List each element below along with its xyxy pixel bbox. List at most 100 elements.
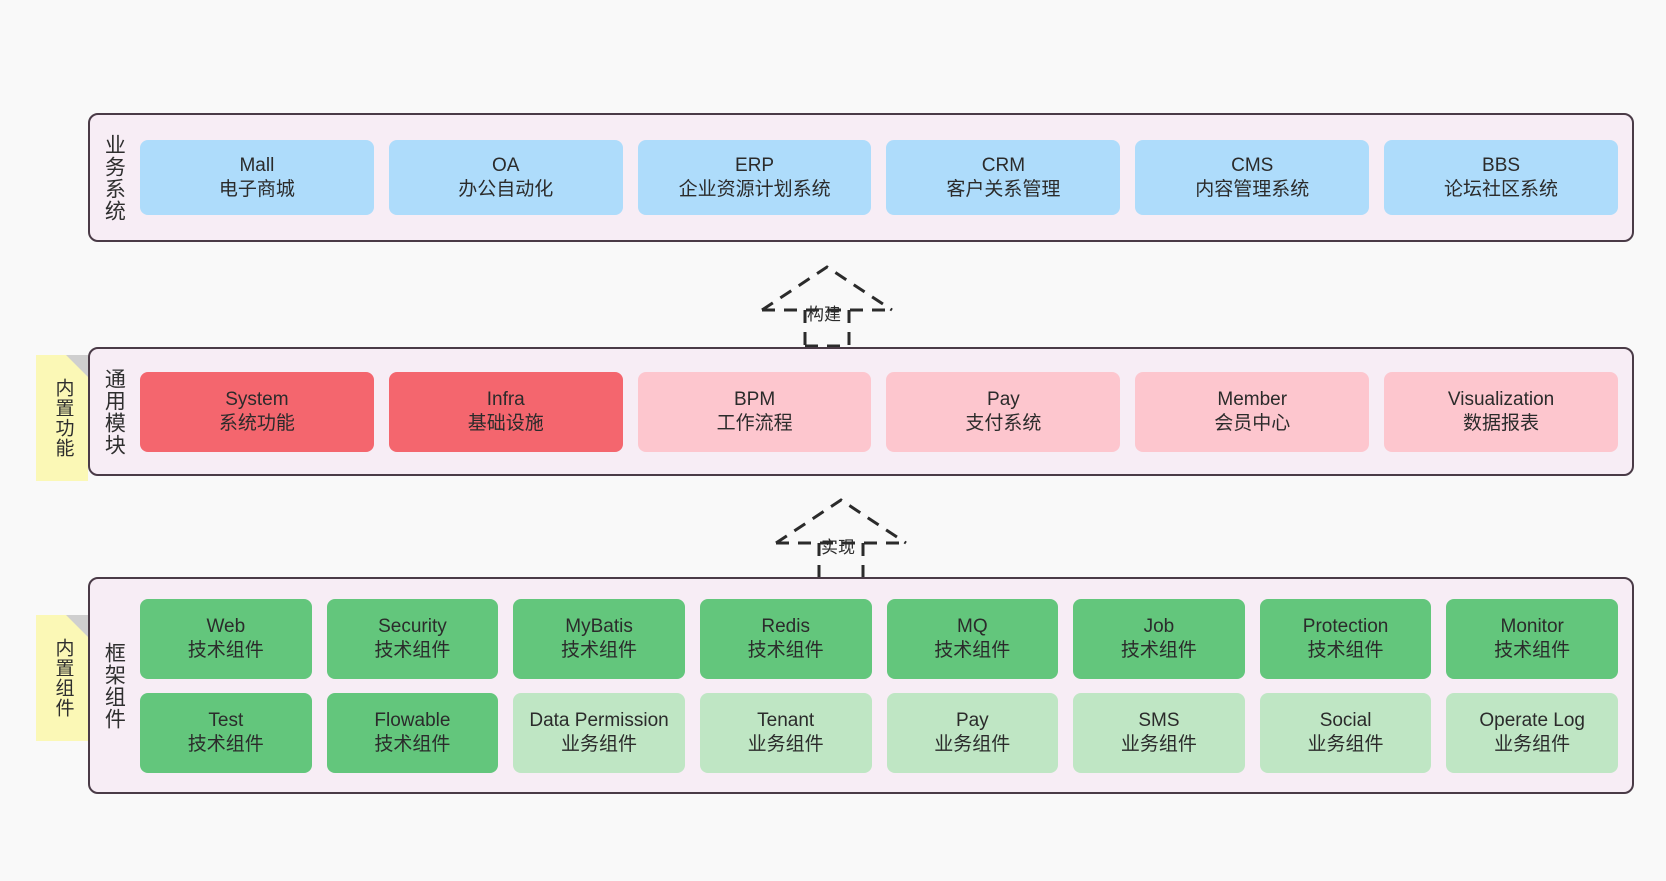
card-pay-business[interactable]: Pay 业务组件 xyxy=(886,692,1059,773)
card-title-en: Visualization xyxy=(1447,389,1555,411)
card-title-en: MQ xyxy=(957,616,988,638)
card-title-cn: 办公自动化 xyxy=(458,178,554,200)
card-operate-log[interactable]: Operate Log 业务组件 xyxy=(1446,692,1618,773)
card-tenant[interactable]: Tenant 业务组件 xyxy=(699,692,872,773)
connector-label-implement: 实现 xyxy=(821,538,855,557)
card-flowable[interactable]: Flowable 技术组件 xyxy=(326,692,499,773)
card-title-en: Security xyxy=(378,616,447,638)
card-social[interactable]: Social 业务组件 xyxy=(1259,692,1432,773)
card-title-en: Test xyxy=(208,710,244,732)
card-cms[interactable]: CMS 内容管理系统 xyxy=(1135,140,1370,215)
card-title-en: Job xyxy=(1143,616,1175,638)
card-title-cn: 支付系统 xyxy=(965,412,1042,434)
card-bbs[interactable]: BBS 论坛社区系统 xyxy=(1384,140,1618,215)
layer-common-modules: 通用模块 System 系统功能 Infra 基础设施 BPM 工作流程 Pay… xyxy=(88,347,1634,476)
card-title-cn: 业务组件 xyxy=(934,733,1011,755)
sticky-note-builtin-features: 内置功能 xyxy=(36,355,88,481)
sticky-note-label: 内置组件 xyxy=(52,638,74,718)
layer-body-business-systems: Mall 电子商城 OA 办公自动化 ERP 企业资源计划系统 CRM 客户关系… xyxy=(136,115,1632,240)
card-monitor[interactable]: Monitor 技术组件 xyxy=(1446,598,1618,679)
card-crm[interactable]: CRM 客户关系管理 xyxy=(886,140,1121,215)
card-title-cn: 业务组件 xyxy=(747,733,824,755)
card-test[interactable]: Test 技术组件 xyxy=(140,692,312,773)
card-data-permission[interactable]: Data Permission 业务组件 xyxy=(513,692,685,773)
card-title-en: ERP xyxy=(735,155,775,177)
card-row: Test 技术组件 Flowable 技术组件 Data Permission … xyxy=(140,692,1618,773)
card-infra[interactable]: Infra 基础设施 xyxy=(388,371,623,452)
card-title-en: Pay xyxy=(987,389,1020,411)
card-title-en: CRM xyxy=(981,155,1026,177)
card-title-cn: 业务组件 xyxy=(561,733,638,755)
card-title-cn: 数据报表 xyxy=(1463,412,1540,434)
card-title-en: Tenant xyxy=(757,710,815,732)
card-title-en: BPM xyxy=(733,389,776,411)
card-title-cn: 会员中心 xyxy=(1214,412,1291,434)
card-title-en: Protection xyxy=(1302,616,1389,638)
card-title-en: Data Permission xyxy=(529,710,669,732)
card-bpm[interactable]: BPM 工作流程 xyxy=(637,371,872,452)
card-title-en: MyBatis xyxy=(565,616,633,638)
card-row: Web 技术组件 Security 技术组件 MyBatis 技术组件 Redi… xyxy=(140,598,1618,679)
layer-label-common-modules: 通用模块 xyxy=(102,367,126,456)
card-title-cn: 技术组件 xyxy=(374,733,451,755)
card-protection[interactable]: Protection 技术组件 xyxy=(1259,598,1432,679)
card-title-cn: 技术组件 xyxy=(374,639,451,661)
card-pay[interactable]: Pay 支付系统 xyxy=(886,371,1121,452)
card-title-cn: 业务组件 xyxy=(1494,733,1571,755)
connector-implement: 实现 xyxy=(771,495,911,581)
card-title-cn: 技术组件 xyxy=(187,733,264,755)
card-member[interactable]: Member 会员中心 xyxy=(1135,371,1370,452)
card-row: Mall 电子商城 OA 办公自动化 ERP 企业资源计划系统 CRM 客户关系… xyxy=(140,140,1618,215)
card-title-cn: 内容管理系统 xyxy=(1195,178,1310,200)
card-title-en: Web xyxy=(206,616,246,638)
card-title-en: Flowable xyxy=(374,710,451,732)
card-mall[interactable]: Mall 电子商城 xyxy=(140,140,374,215)
card-mq[interactable]: MQ 技术组件 xyxy=(886,598,1059,679)
folded-corner-icon xyxy=(66,615,88,637)
card-oa[interactable]: OA 办公自动化 xyxy=(388,140,623,215)
card-title-cn: 技术组件 xyxy=(561,639,638,661)
card-title-en: OA xyxy=(492,155,520,177)
card-title-cn: 技术组件 xyxy=(747,639,824,661)
card-title-cn: 业务组件 xyxy=(1120,733,1197,755)
layer-body-common-modules: System 系统功能 Infra 基础设施 BPM 工作流程 Pay 支付系统… xyxy=(136,349,1632,474)
card-title-cn: 系统功能 xyxy=(218,412,295,434)
card-title-en: Mall xyxy=(239,155,275,177)
card-title-en: Operate Log xyxy=(1479,710,1585,732)
card-system[interactable]: System 系统功能 xyxy=(140,371,374,452)
card-security[interactable]: Security 技术组件 xyxy=(326,598,499,679)
card-visualization[interactable]: Visualization 数据报表 xyxy=(1384,371,1618,452)
layer-business-systems: 业务系统 Mall 电子商城 OA 办公自动化 ERP 企业资源计划系统 CRM… xyxy=(88,113,1634,242)
card-redis[interactable]: Redis 技术组件 xyxy=(699,598,872,679)
card-row: System 系统功能 Infra 基础设施 BPM 工作流程 Pay 支付系统… xyxy=(140,371,1618,452)
card-title-cn: 技术组件 xyxy=(1120,639,1197,661)
card-web[interactable]: Web 技术组件 xyxy=(140,598,312,679)
card-title-cn: 技术组件 xyxy=(187,639,264,661)
layer-label-business-systems: 业务系统 xyxy=(102,133,126,222)
connector-label-build: 构建 xyxy=(807,305,841,324)
card-sms[interactable]: SMS 业务组件 xyxy=(1073,692,1245,773)
card-title-en: Redis xyxy=(761,616,810,638)
folded-corner-icon xyxy=(66,355,88,377)
connector-build: 构建 xyxy=(757,262,897,348)
card-title-en: Social xyxy=(1319,710,1372,732)
card-title-cn: 论坛社区系统 xyxy=(1444,178,1559,200)
card-title-cn: 电子商城 xyxy=(218,178,295,200)
layer-body-framework-components: Web 技术组件 Security 技术组件 MyBatis 技术组件 Redi… xyxy=(136,579,1632,792)
card-title-cn: 技术组件 xyxy=(934,639,1011,661)
card-title-en: Member xyxy=(1217,389,1288,411)
card-mybatis[interactable]: MyBatis 技术组件 xyxy=(513,598,685,679)
card-erp[interactable]: ERP 企业资源计划系统 xyxy=(637,140,872,215)
card-title-en: System xyxy=(225,389,289,411)
card-title-cn: 基础设施 xyxy=(467,412,544,434)
card-title-en: Pay xyxy=(955,710,989,732)
card-title-cn: 技术组件 xyxy=(1494,639,1571,661)
sticky-note-label: 内置功能 xyxy=(52,378,74,458)
layer-label-framework-components: 框架组件 xyxy=(102,641,126,730)
card-title-en: Monitor xyxy=(1500,616,1564,638)
card-job[interactable]: Job 技术组件 xyxy=(1073,598,1245,679)
card-title-cn: 客户关系管理 xyxy=(946,178,1061,200)
card-title-cn: 企业资源计划系统 xyxy=(678,178,831,200)
card-title-en: SMS xyxy=(1138,710,1180,732)
